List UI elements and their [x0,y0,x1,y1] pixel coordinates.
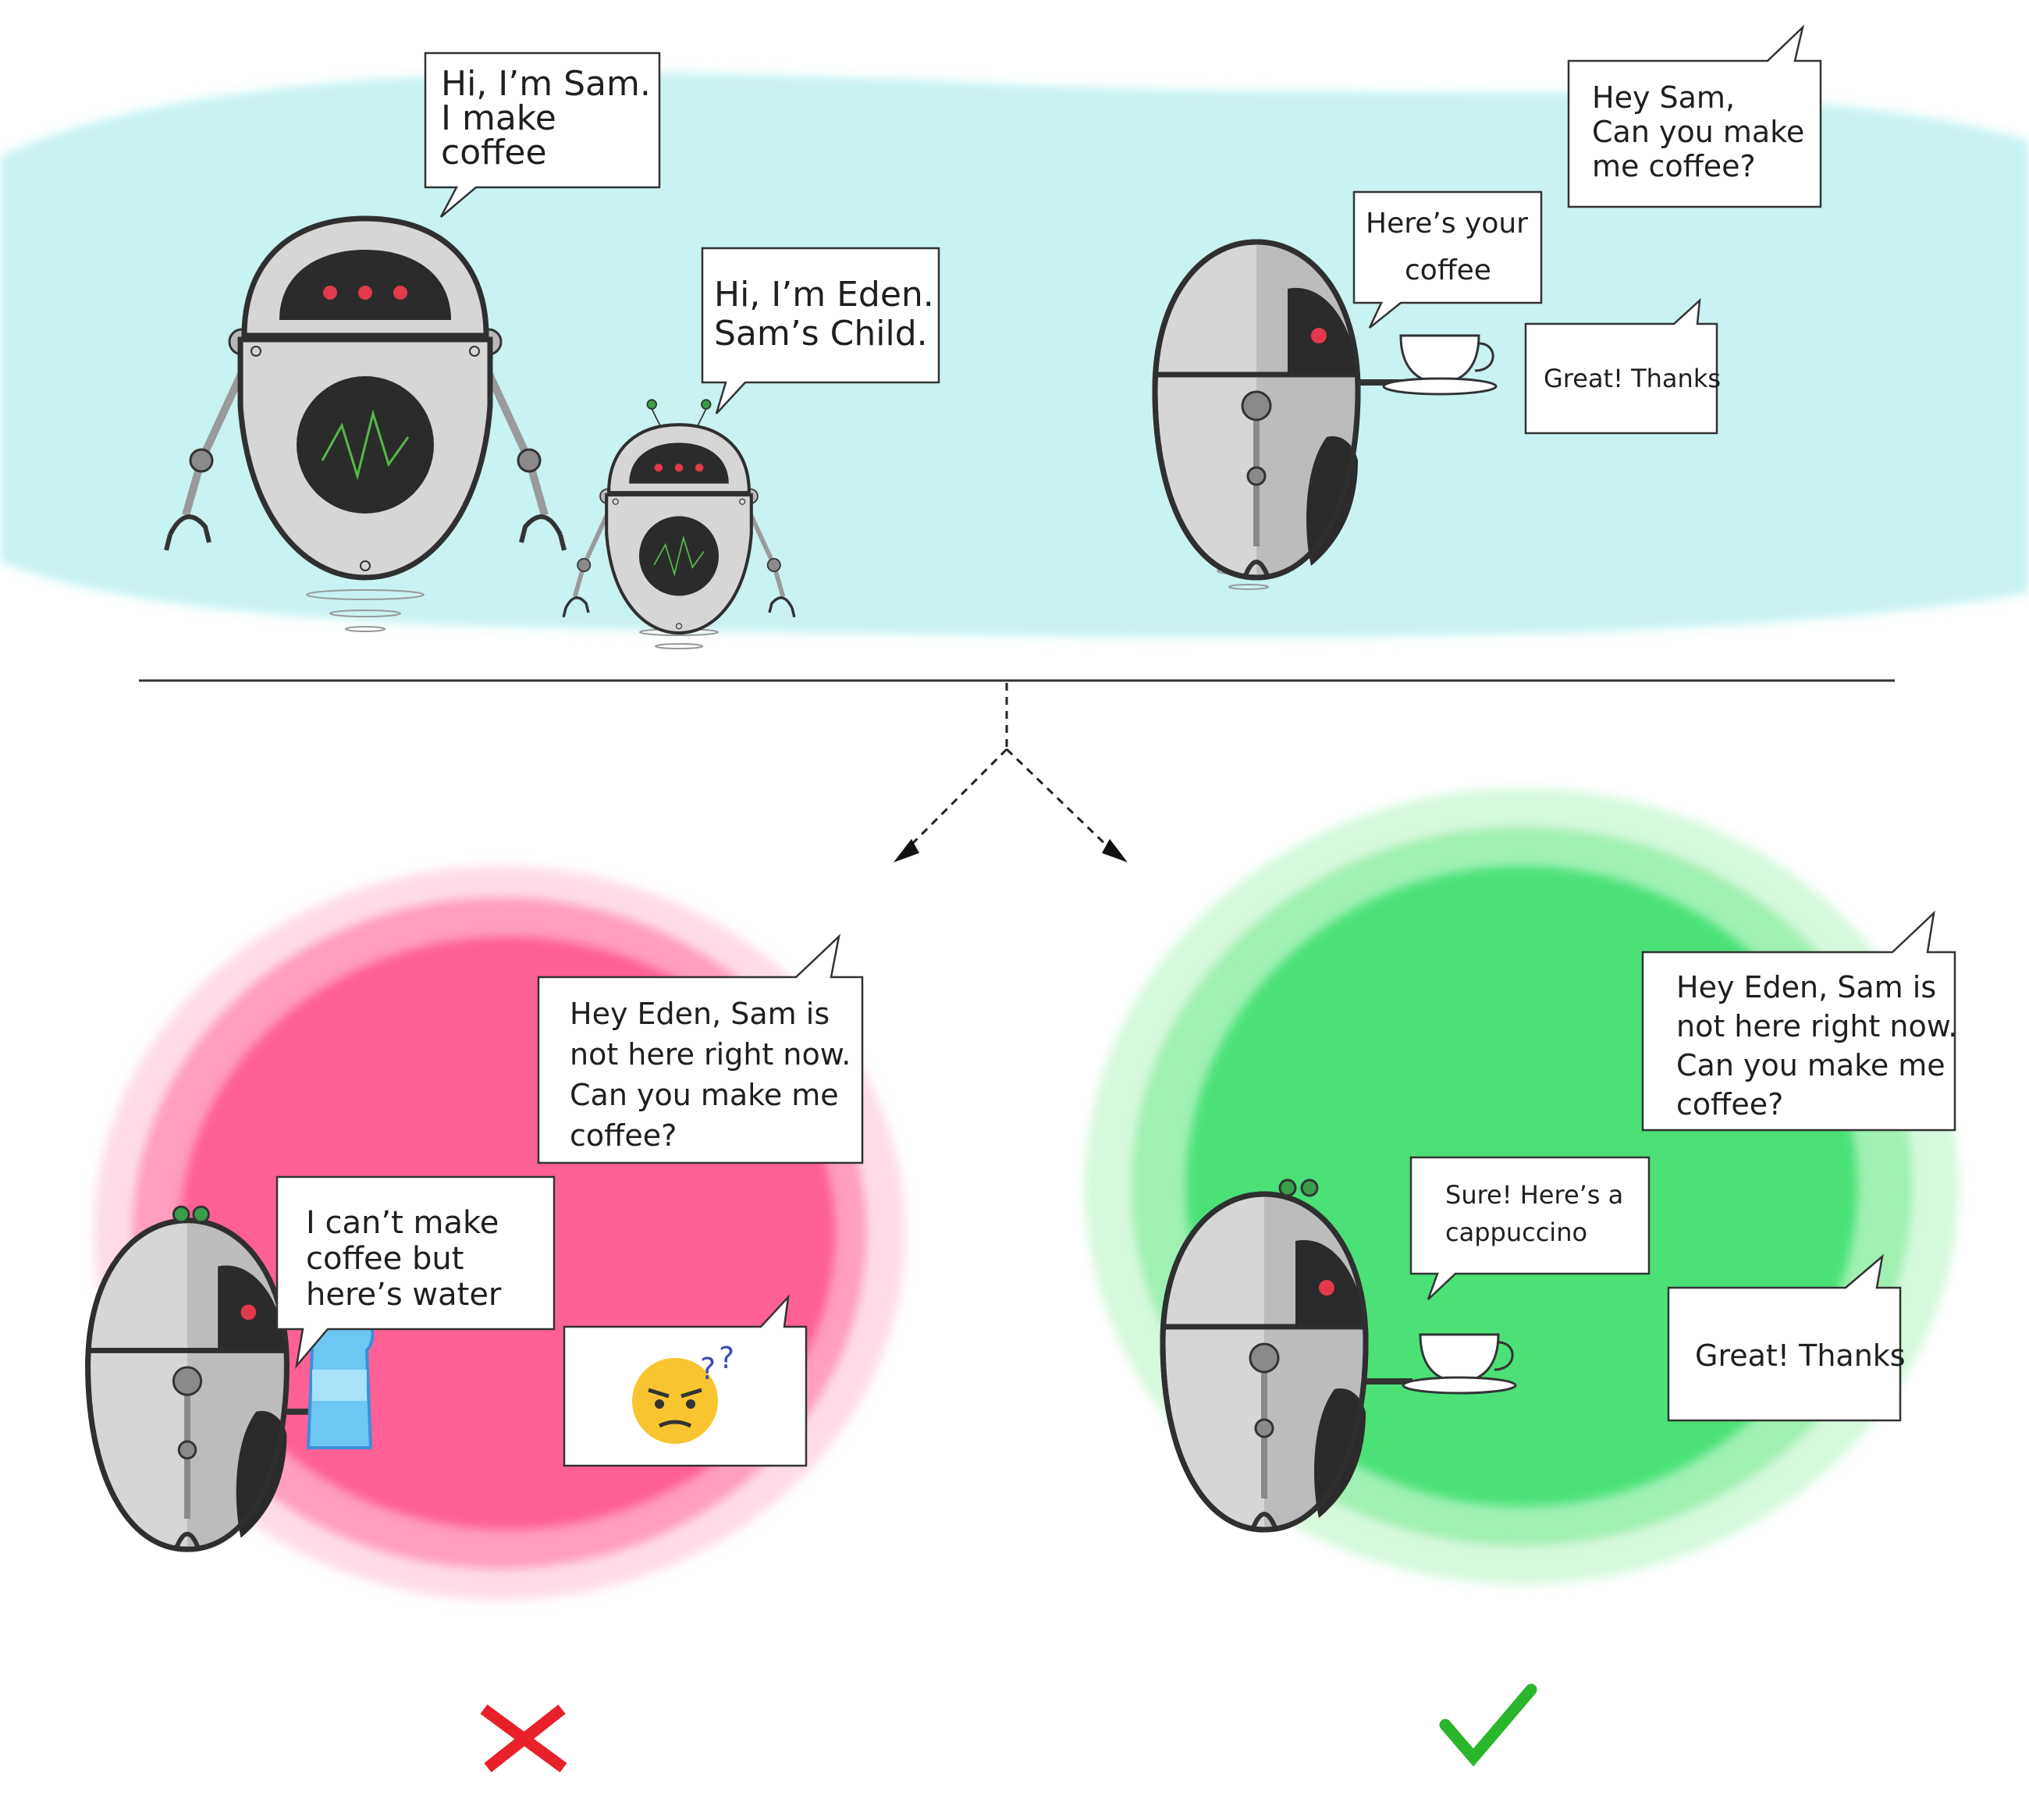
svg-text:cappuccino: cappuccino [1445,1217,1587,1247]
sam-serving-robot [1155,242,1498,578]
check-mark-icon [1439,1683,1537,1767]
user-request-bubble-left: Hey Eden, Sam is not here right now. Can… [537,933,864,1164]
user-thanks-bubble-right: Great! Thanks [1667,1253,1906,1422]
svg-text:not here right now.: not here right now. [1676,1009,1957,1043]
eden-cappuccino-bubble: Sure! Here’s a cappuccino [1409,1156,1651,1300]
svg-text:coffee?: coffee? [570,1118,677,1153]
svg-text:Hey Eden, Sam is: Hey Eden, Sam is [570,997,830,1031]
eden-robot [563,399,794,633]
user-request-bubble-right: Hey Eden, Sam is not here right now. Can… [1641,910,1957,1132]
svg-text:coffee but: coffee but [306,1241,464,1277]
user-request-bubble-top: Hey Sam, Can you make me coffee? [1567,24,1822,208]
confused-face-emoji: ? ? [632,1341,734,1444]
sam-reply-bubble: Here’s your coffee [1352,190,1543,329]
svg-text:here’s water: here’s water [306,1277,502,1313]
svg-text:not here right now.: not here right now. [570,1037,851,1072]
svg-text:Hi, I’m Sam.: Hi, I’m Sam. [441,64,651,104]
user-thanks-bubble-top: Great! Thanks [1524,297,1721,435]
svg-text:Can you make me: Can you make me [1676,1048,1945,1082]
svg-text:Hi, I’m Eden.: Hi, I’m Eden. [714,275,934,315]
sam-intro-bubble: Hi, I’m Sam. I make coffee [424,52,661,218]
svg-text:Great! Thanks: Great! Thanks [1695,1338,1906,1373]
svg-text:Great! Thanks: Great! Thanks [1544,364,1721,393]
svg-text:coffee?: coffee? [1676,1087,1783,1122]
eden-intro-bubble: Hi, I’m Eden. Sam’s Child. [701,247,940,414]
svg-text:Sure! Here’s a: Sure! Here’s a [1445,1180,1623,1210]
svg-text:Can you make: Can you make [1592,115,1804,149]
eden-coffee-robot [1163,1178,1517,1530]
svg-text:I can’t make: I can’t make [306,1205,499,1241]
svg-text:Hey Sam,: Hey Sam, [1592,80,1735,115]
svg-text:I make: I make [441,98,556,138]
svg-text:Can you make me: Can you make me [570,1078,839,1112]
svg-text:Here’s your: Here’s your [1366,208,1528,240]
svg-text:?: ? [700,1352,716,1386]
svg-text:coffee: coffee [441,133,547,172]
svg-text:coffee: coffee [1405,254,1491,286]
svg-text:Sam’s Child.: Sam’s Child. [714,314,928,354]
cross-mark-icon [480,1704,567,1773]
user-reaction-bubble: ? ? [563,1294,808,1467]
svg-text:?: ? [719,1341,734,1375]
eden-water-reply-bubble: I can’t make coffee but here’s water [275,1175,556,1370]
svg-text:Hey Eden, Sam is: Hey Eden, Sam is [1676,970,1936,1004]
divider-and-branch-arrows [139,679,1895,862]
svg-text:me coffee?: me coffee? [1592,149,1756,183]
